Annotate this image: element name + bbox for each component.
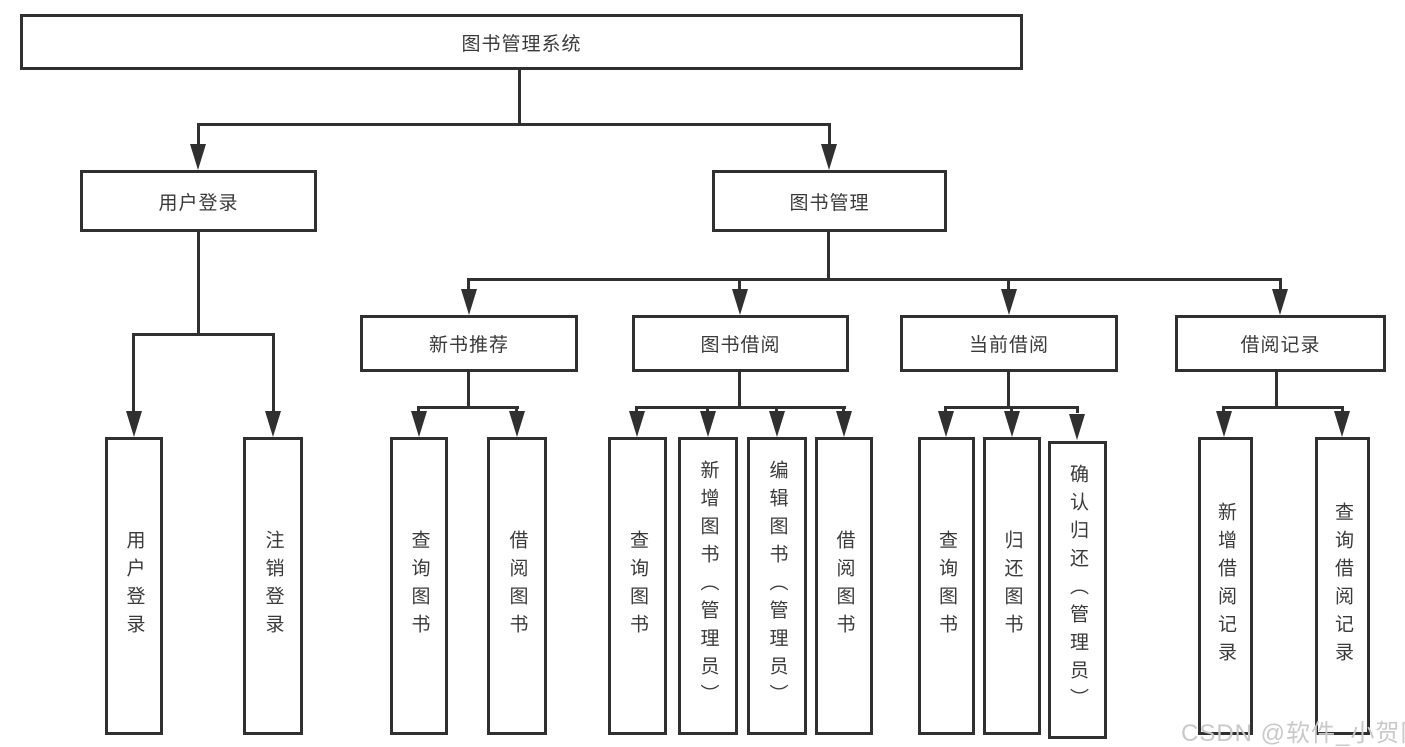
node-new-book-recommendation: 新书推荐	[360, 315, 578, 372]
leaf-query-books-1: 查询图书	[390, 437, 448, 735]
arrow-down-icon	[1334, 411, 1350, 437]
connector-line	[1275, 372, 1278, 409]
leaf-borrow-books-2: 借阅图书	[815, 437, 873, 735]
node-book-management: 图书管理	[712, 170, 947, 232]
connector-line	[417, 406, 519, 409]
node-label: 归还图书	[1001, 530, 1023, 642]
node-label: 注销登录	[262, 530, 284, 642]
node-label: 新书推荐	[428, 335, 509, 356]
connector-line	[738, 278, 741, 291]
leaf-logout: 注销登录	[243, 437, 303, 735]
node-label: 查询图书	[936, 530, 957, 642]
connector-line	[775, 406, 778, 413]
connector-line	[738, 372, 741, 409]
node-label: 图书管理	[789, 192, 870, 214]
node-library-management-system: 图书管理系统	[20, 14, 1023, 70]
arrow-down-icon	[1069, 414, 1085, 440]
node-label: 用户登录	[158, 192, 239, 214]
node-label: 当前借阅	[968, 335, 1049, 356]
connector-line	[1341, 406, 1344, 413]
arrow-down-icon	[732, 289, 748, 315]
connector-line	[197, 123, 200, 148]
leaf-user-login: 用户登录	[105, 437, 163, 735]
connector-line	[467, 278, 470, 291]
node-current-borrowing: 当前借阅	[900, 315, 1118, 372]
leaf-query-books-3: 查询图书	[918, 437, 975, 735]
arrow-down-icon	[629, 411, 645, 437]
leaf-edit-books-admin: 编辑图书（管理员）	[747, 437, 807, 735]
connector-line	[417, 406, 420, 413]
leaf-add-books-admin: 新增图书（管理员）	[678, 437, 738, 735]
leaf-borrow-books-1: 借阅图书	[487, 437, 547, 735]
connector-line	[197, 123, 831, 126]
node-label: 借阅记录	[1240, 335, 1321, 356]
connector-line	[132, 333, 275, 336]
arrow-down-icon	[836, 411, 852, 437]
connector-line	[467, 372, 470, 409]
connector-line	[944, 406, 947, 413]
node-label: 确认归还（管理员）	[1067, 464, 1088, 716]
connector-line	[1222, 406, 1344, 409]
leaf-confirm-return-admin: 确认归还（管理员）	[1048, 441, 1107, 739]
connector-line	[1007, 278, 1010, 291]
arrow-down-icon	[1001, 289, 1017, 315]
connector-line	[827, 232, 830, 280]
node-label: 图书借阅	[700, 335, 781, 356]
arrow-down-icon	[938, 411, 954, 437]
node-label: 编辑图书（管理员）	[766, 460, 788, 712]
node-label: 查询借阅记录	[1332, 502, 1353, 670]
arrow-down-icon	[769, 411, 785, 437]
leaf-query-books-2: 查询图书	[608, 437, 667, 735]
arrow-down-icon	[411, 411, 427, 437]
watermark: CSDN @软件_小贺同学	[1181, 720, 1405, 747]
connector-line	[842, 406, 845, 413]
leaf-query-borrow-record: 查询借阅记录	[1315, 437, 1370, 735]
node-borrowing-records: 借阅记录	[1175, 315, 1386, 372]
arrow-down-icon	[190, 144, 206, 170]
connector-line	[635, 406, 638, 413]
connector-line	[272, 333, 275, 411]
connector-line	[635, 406, 846, 409]
node-label: 新增借阅记录	[1215, 502, 1236, 670]
arrow-down-icon	[1216, 411, 1232, 437]
node-label: 借阅图书	[506, 530, 528, 642]
connector-line	[706, 406, 709, 413]
node-label: 用户登录	[123, 530, 145, 642]
arrow-down-icon	[700, 411, 716, 437]
arrow-down-icon	[1004, 411, 1020, 437]
leaf-return-books: 归还图书	[983, 437, 1041, 735]
connector-line	[515, 406, 518, 413]
connector-line	[1076, 406, 1079, 413]
node-book-borrowing: 图书借阅	[632, 315, 849, 372]
node-label: 借阅图书	[833, 530, 855, 642]
connector-line	[828, 123, 831, 148]
node-label: 查询图书	[408, 530, 430, 642]
node-label: 新增图书（管理员）	[697, 460, 719, 712]
arrow-down-icon	[821, 144, 837, 170]
connector-line	[467, 278, 1282, 281]
node-user-login: 用户登录	[80, 170, 317, 232]
node-label: 查询图书	[627, 530, 648, 642]
arrow-down-icon	[509, 411, 525, 437]
arrow-down-icon	[265, 411, 281, 437]
arrow-down-icon	[461, 289, 477, 315]
connector-line	[1279, 278, 1282, 291]
leaf-add-borrow-record: 新增借阅记录	[1198, 437, 1253, 735]
connector-line	[132, 333, 135, 411]
connector-line	[1222, 406, 1225, 413]
connector-line	[1007, 372, 1010, 409]
arrow-down-icon	[1272, 289, 1288, 315]
connector-line	[197, 232, 200, 336]
connector-line	[1010, 406, 1013, 413]
node-label: 图书管理系统	[461, 33, 582, 55]
arrow-down-icon	[126, 411, 142, 437]
connector-line	[518, 70, 521, 125]
